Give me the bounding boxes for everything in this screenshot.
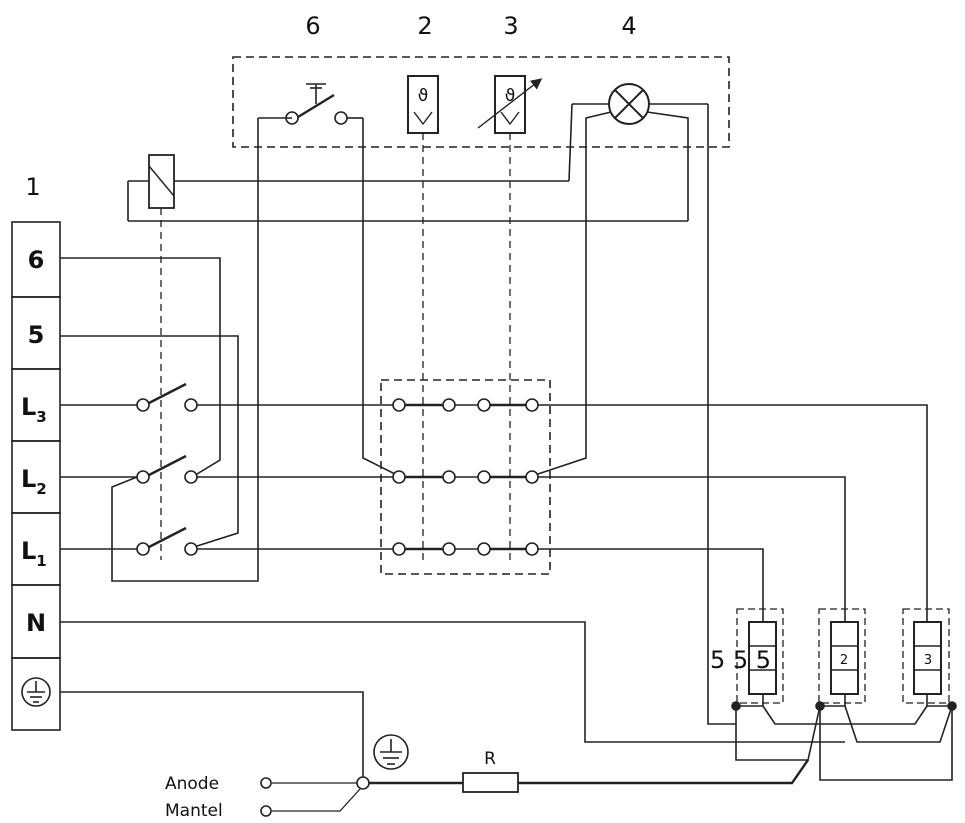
relay-coil xyxy=(127,103,688,222)
label-indicator-lamp: 4 xyxy=(621,12,636,40)
anode-terminal xyxy=(260,777,272,789)
adjustable-thermostat-glyph: ϑ xyxy=(505,86,516,106)
ground-symbol xyxy=(373,734,409,770)
ground-junction xyxy=(356,776,370,790)
terminal-l2-label: L2 xyxy=(21,465,47,498)
label-adjustable-thermostat: 3 xyxy=(503,12,518,40)
mantel-label: Mantel xyxy=(165,801,223,821)
terminal-n-label: N xyxy=(26,609,46,637)
label-thermostat: 2 xyxy=(417,12,432,40)
thermostat-glyph: ϑ xyxy=(418,86,429,106)
resistor-label: R xyxy=(484,749,496,769)
heater-left xyxy=(736,608,784,706)
heater-middle xyxy=(818,608,866,706)
heater-middle-label: 2 xyxy=(840,653,848,668)
resistor xyxy=(462,772,519,793)
indicator-lamp xyxy=(572,83,708,125)
label-push-switch: 6 xyxy=(305,12,320,40)
contactor-switches xyxy=(136,382,198,556)
heater-left-label: 5 5 5 xyxy=(710,646,771,674)
earth-terminal-icon xyxy=(21,677,51,707)
heater-right-label: 3 xyxy=(924,653,932,668)
label-terminal-block: 1 xyxy=(25,173,40,201)
thermostat-contacts xyxy=(392,398,539,556)
terminal-l3-label: L3 xyxy=(21,393,47,426)
heater-right xyxy=(902,608,950,706)
anode-label: Anode xyxy=(165,774,219,794)
mantel-terminal xyxy=(260,805,272,817)
terminal-l1-label: L1 xyxy=(21,537,47,570)
terminal-6-label: 6 xyxy=(28,246,45,274)
control-unit-enclosure xyxy=(232,56,730,148)
push-switch xyxy=(258,83,363,125)
terminal-5-label: 5 xyxy=(28,321,45,349)
